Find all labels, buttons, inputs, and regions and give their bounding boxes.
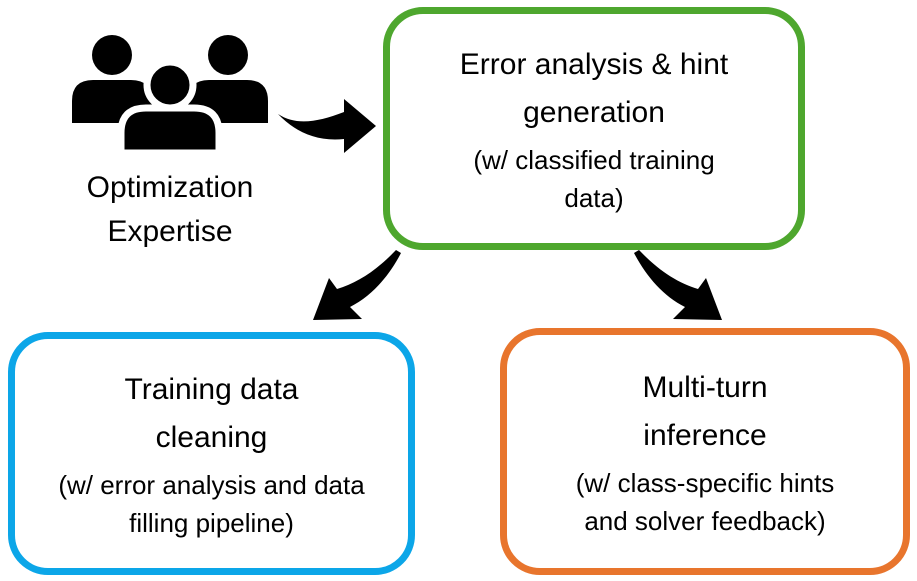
- front-person-body: [117, 104, 223, 157]
- node-title: Multi-turn inference: [642, 364, 767, 460]
- node-title-line2: cleaning: [155, 420, 268, 454]
- node-training-data-cleaning: Training data cleaning (w/ error analysi…: [8, 332, 415, 575]
- node-subtitle-line1: (w/ error analysis and data: [58, 469, 365, 500]
- people-group-icon: [72, 35, 268, 157]
- node-subtitle: (w/ error analysis and data filling pipe…: [58, 466, 364, 542]
- node-multi-turn-inference: Multi-turn inference (w/ class-specific …: [500, 328, 910, 575]
- node-title-line2: generation: [523, 95, 665, 129]
- node-subtitle-line2: and solver feedback): [584, 505, 826, 536]
- node-subtitle-line2: data): [564, 182, 624, 213]
- node-subtitle-line2: filling pipeline): [129, 507, 294, 538]
- node-title-line2: inference: [643, 418, 767, 452]
- node-subtitle-line1: (w/ class-specific hints: [575, 467, 835, 498]
- node-title-line1: Training data: [124, 372, 299, 406]
- arrow-error-analysis-to-multi-turn-inference: [634, 250, 722, 320]
- node-subtitle-line1: (w/ classified training: [473, 144, 715, 175]
- back-person-left-head: [92, 35, 132, 75]
- node-title: Error analysis & hint generation: [460, 41, 728, 137]
- optimization-expertise-label-line2: Expertise: [107, 215, 233, 248]
- optimization-expertise-label-line1: Optimization: [86, 171, 254, 204]
- back-person-right-head: [208, 35, 248, 75]
- arrow-error-analysis-to-training-data-cleaning: [313, 250, 401, 320]
- node-subtitle: (w/ classified training data): [473, 141, 714, 217]
- front-person-head: [143, 58, 197, 112]
- node-error-analysis-hint-generation: Error analysis & hint generation (w/ cla…: [383, 7, 805, 250]
- node-title-line1: Error analysis & hint: [459, 47, 729, 81]
- arrow-expertise-to-error-analysis: [278, 99, 376, 153]
- node-title-line1: Multi-turn: [642, 370, 768, 404]
- node-subtitle: (w/ class-specific hints and solver feed…: [576, 464, 835, 540]
- node-title: Training data cleaning: [125, 366, 299, 462]
- people-group-icon-shapes: [72, 35, 268, 157]
- optimization-expertise-label: Optimization Expertise: [20, 166, 320, 254]
